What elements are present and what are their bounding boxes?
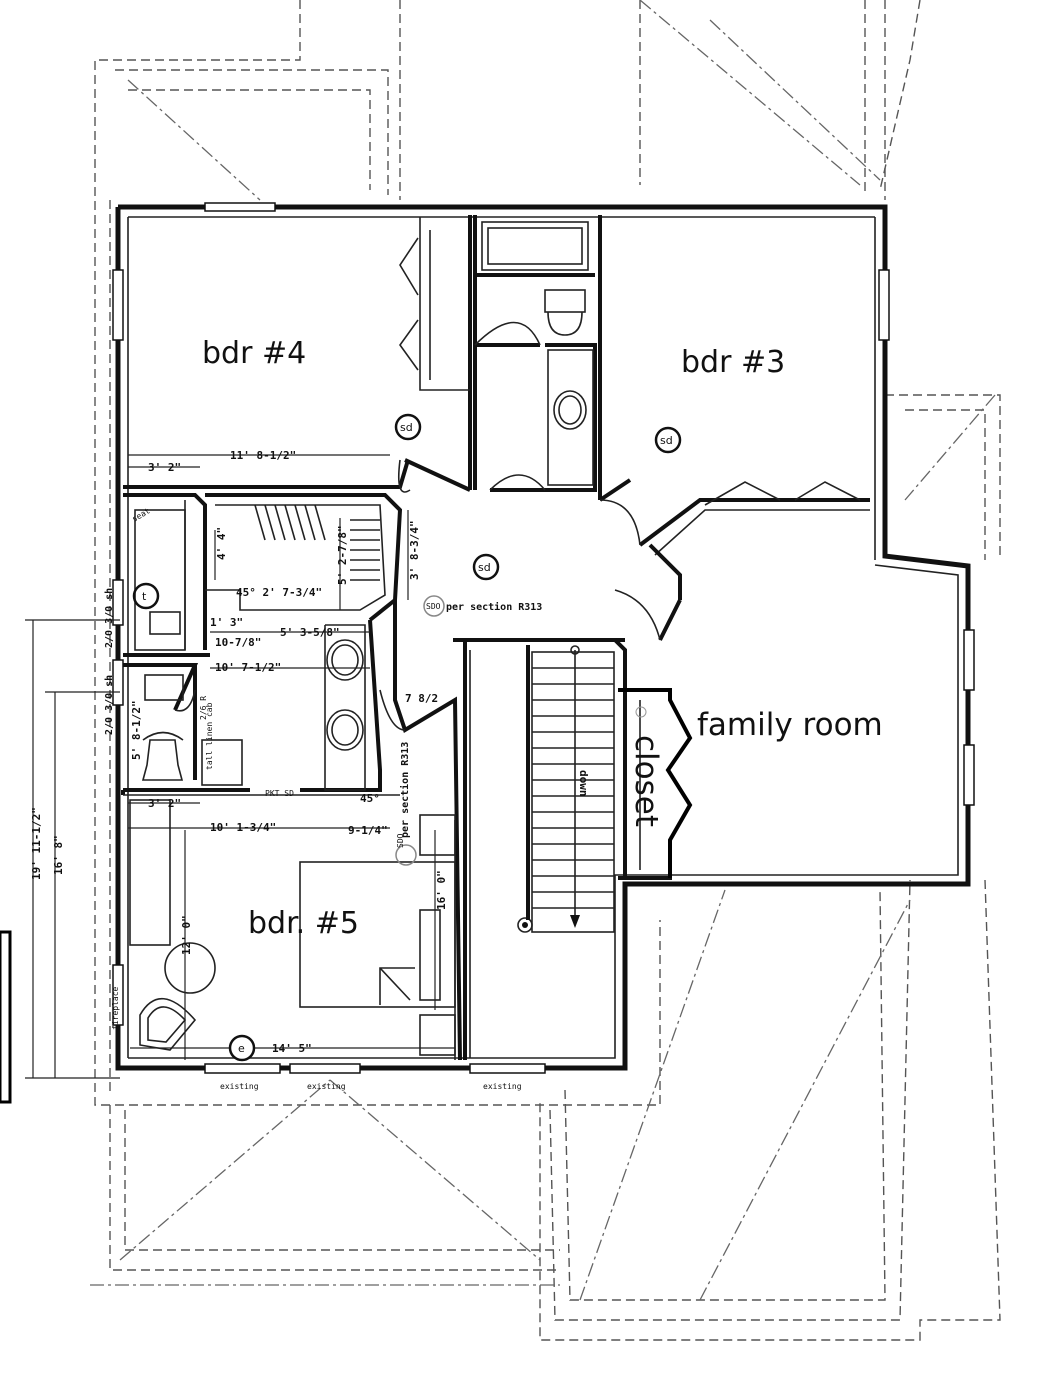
seat-note: seat xyxy=(131,506,152,524)
dim-11-8: 11' 8-1/2" xyxy=(230,449,296,462)
smoke-detector-icon xyxy=(472,553,500,581)
door-swings xyxy=(174,321,661,731)
dim-1-3: 1' 3" xyxy=(210,616,243,629)
dim-16-0: 16' 0" xyxy=(435,870,448,910)
dim-45-2-7: 45° 2' 7-3/4" xyxy=(236,586,322,599)
dim-3-2-bot: 3' 2" xyxy=(148,797,181,810)
sdo-label: SDO xyxy=(426,602,441,611)
closet-hand-marks xyxy=(618,688,693,878)
window-note-2: 2/0 3/0 sh xyxy=(104,675,115,735)
per-section-note-1: per section R313 xyxy=(446,601,542,613)
legend-box-edge xyxy=(0,930,12,1104)
dimension-lines xyxy=(25,454,455,1079)
dim-5-8: 5' 8-1/2" xyxy=(130,700,143,760)
smoke-detector-hall: sd xyxy=(472,553,500,581)
door-size-note: 2/6 R xyxy=(199,696,208,720)
sdo-icon xyxy=(395,844,417,866)
smoke-detector-label: sd xyxy=(478,561,491,574)
dim-45: 45° xyxy=(360,792,380,805)
existing-note-3: existing xyxy=(483,1082,522,1091)
stairs xyxy=(469,645,615,1058)
existing-note-2: existing xyxy=(307,1082,346,1091)
dim-3-2-top: 3' 2" xyxy=(148,461,181,474)
stair-down-label: down xyxy=(577,770,590,797)
fireplace-note: fireplace xyxy=(111,986,120,1030)
bath-fixtures xyxy=(134,221,594,781)
room-label-bdr5: bdr. #5 xyxy=(248,906,359,941)
per-section-note-2: per section R313 xyxy=(399,742,411,838)
sdo-hall: SDO per section R313 xyxy=(423,595,542,617)
dim-7-8: 7 8/2 xyxy=(405,692,438,705)
roof-outline xyxy=(90,0,1001,1341)
room-label-family-room: family room xyxy=(697,707,883,743)
electrical-symbol: e xyxy=(228,1034,256,1062)
dim-4-4: 4' 4" xyxy=(215,527,228,560)
thermostat-icon xyxy=(132,582,160,610)
dim-5-3: 5' 3-5/8" xyxy=(280,626,340,639)
electrical-icon xyxy=(228,1034,256,1062)
room-label-closet: closet xyxy=(628,735,664,827)
windows xyxy=(112,202,975,1074)
smoke-detector-icon xyxy=(654,426,682,454)
dim-16-8: 16' 8" xyxy=(52,835,65,875)
smoke-detector-bdr3: sd xyxy=(654,426,682,454)
smoke-detector-label: sd xyxy=(400,421,413,434)
pkt-sd-note: PKT SD xyxy=(265,789,294,798)
interior-walls xyxy=(121,215,870,1061)
existing-note-1: existing xyxy=(220,1082,259,1091)
room-label-bdr4: bdr #4 xyxy=(202,336,306,371)
dim-10-7-1: 10' 7-1/2" xyxy=(215,661,281,674)
room-label-bdr3: bdr #3 xyxy=(681,345,785,380)
dim-9-1: 9-1/4" xyxy=(348,824,388,837)
dim-5-2: 5' 2-7/8" xyxy=(336,525,349,585)
dim-14-5: 14' 5" xyxy=(272,1042,312,1055)
electrical-label: e xyxy=(238,1042,245,1055)
dim-10-7-8: 10-7/8" xyxy=(215,636,261,649)
thermostat-label: t xyxy=(142,590,147,603)
window-note-1: 2/0 3/0 sh xyxy=(104,588,115,648)
dim-19-11: 19' 11-1/2" xyxy=(30,807,43,880)
smoke-detector-bdr4: sd xyxy=(394,413,422,441)
dim-12-0: 12' 0" xyxy=(180,915,193,955)
linen-cab-note: tall linen cab xyxy=(205,702,214,770)
smoke-detector-icon xyxy=(394,413,422,441)
smoke-detector-label: sd xyxy=(660,434,673,447)
dim-10-1: 10' 1-3/4" xyxy=(210,821,276,834)
dim-3-8: 3' 8-3/4" xyxy=(408,520,421,580)
sdo-label: SDO xyxy=(396,833,405,848)
thermostat: t xyxy=(132,582,160,610)
sdo-bdr5: SDO per section R313 xyxy=(395,742,417,866)
sdo-icon xyxy=(423,595,445,617)
